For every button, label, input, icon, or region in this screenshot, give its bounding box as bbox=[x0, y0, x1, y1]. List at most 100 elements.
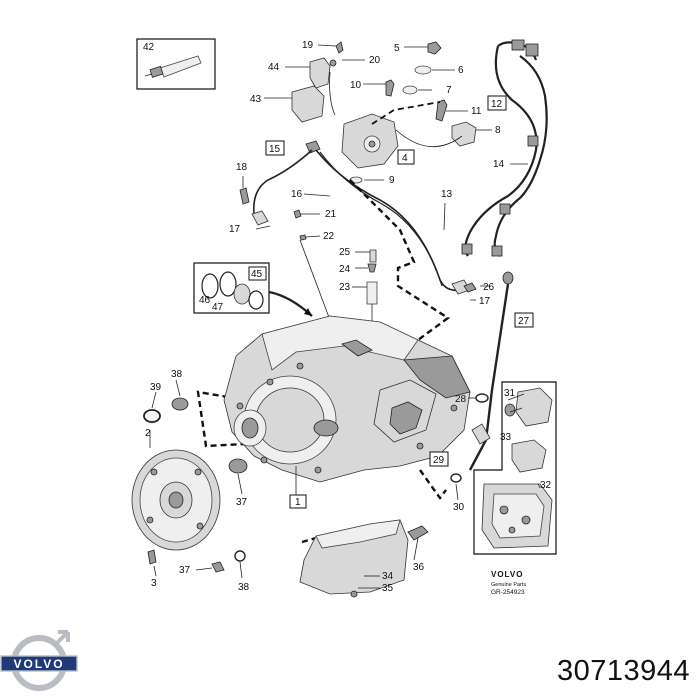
callout-46: 46 bbox=[199, 295, 211, 306]
callout-5: 5 bbox=[394, 43, 400, 54]
bolt-26-icon bbox=[463, 282, 477, 293]
seal-ring-icon bbox=[201, 273, 219, 299]
sensor-25-icon bbox=[369, 249, 377, 263]
callout-19: 19 bbox=[302, 40, 314, 51]
callout-14: 14 bbox=[493, 159, 505, 170]
callout-45: 45 bbox=[251, 269, 263, 280]
sleeve-23-icon bbox=[366, 281, 378, 305]
callout-12: 12 bbox=[491, 99, 503, 110]
callout-33: 33 bbox=[500, 432, 512, 443]
callout-36: 36 bbox=[413, 562, 425, 573]
wiring-harness: 12 bbox=[443, 39, 548, 257]
grease-tube-icon bbox=[144, 55, 202, 78]
callout-17b: 17 bbox=[479, 296, 491, 307]
callout-labels: 19 20 44 43 5 6 7 10 11 8 9 13 14 18 16 … bbox=[145, 40, 552, 594]
part-number: 30713944 bbox=[556, 655, 690, 687]
brand-stamp-name: VOLVO bbox=[491, 570, 523, 579]
callout-25: 25 bbox=[339, 247, 351, 258]
connector-8-icon bbox=[451, 121, 477, 147]
callout-17a: 17 bbox=[229, 224, 241, 235]
callout-31: 31 bbox=[504, 388, 516, 399]
plug-37-icon bbox=[211, 561, 225, 573]
callout-16: 16 bbox=[291, 189, 303, 200]
washer-6-icon bbox=[414, 65, 432, 75]
bolt-18-icon bbox=[239, 187, 250, 205]
callout-1: 1 bbox=[295, 497, 301, 508]
callout-28: 28 bbox=[455, 394, 467, 405]
oring-30-icon bbox=[450, 473, 462, 483]
oring-28-icon bbox=[475, 393, 489, 403]
transmission-housing bbox=[223, 315, 471, 496]
bolt-3-icon bbox=[147, 549, 157, 565]
oring-24-icon bbox=[367, 263, 377, 273]
bolt-10-icon bbox=[385, 79, 395, 97]
callout-43: 43 bbox=[250, 94, 262, 105]
washer-7-icon bbox=[402, 85, 418, 95]
callout-7: 7 bbox=[446, 85, 452, 96]
callout-4: 4 bbox=[402, 153, 408, 164]
seal-38-icon bbox=[171, 397, 189, 411]
sensor-44-icon bbox=[309, 57, 331, 89]
item-45-box: 45 46 47 bbox=[193, 262, 313, 317]
dipstick-tube: 27 29 bbox=[429, 271, 534, 501]
bolt-11-icon bbox=[435, 99, 448, 122]
gear-selector-switch: 4 bbox=[341, 41, 492, 184]
callout-10: 10 bbox=[350, 80, 362, 91]
callout-27: 27 bbox=[518, 316, 530, 327]
speed-sensor-cable: 15 bbox=[239, 140, 476, 301]
callout-18: 18 bbox=[236, 162, 248, 173]
solenoid-31-icon bbox=[515, 387, 553, 427]
callout-29: 29 bbox=[433, 455, 445, 466]
callout-11: 11 bbox=[471, 106, 482, 117]
callout-21: 21 bbox=[325, 209, 337, 220]
seal-37-icon bbox=[228, 458, 248, 474]
bracket-43-icon bbox=[291, 85, 325, 123]
harness-connector-icon bbox=[511, 39, 525, 51]
callout-20: 20 bbox=[369, 55, 381, 66]
filler-36-icon bbox=[407, 525, 429, 541]
brand-stamp: VOLVO Genuine Parts GR-254923 bbox=[491, 570, 526, 596]
valve-body-box bbox=[473, 381, 557, 555]
oring-39-icon bbox=[143, 409, 161, 423]
callout-24: 24 bbox=[339, 264, 351, 275]
callout-37a: 37 bbox=[236, 497, 248, 508]
volvo-logo-text: VOLVO bbox=[13, 657, 64, 671]
oil-pan bbox=[299, 519, 429, 598]
callout-32: 32 bbox=[540, 480, 552, 491]
callout-37b: 37 bbox=[179, 565, 191, 576]
callout-6: 6 bbox=[458, 65, 464, 76]
callout-8: 8 bbox=[495, 125, 501, 136]
torque-converter bbox=[131, 379, 248, 579]
sensor-bracket-parts bbox=[264, 41, 365, 123]
bolt-21-icon bbox=[293, 209, 302, 219]
callout-2: 2 bbox=[145, 428, 151, 439]
pin-22-icon bbox=[299, 234, 307, 241]
callout-3: 3 bbox=[151, 578, 157, 589]
input-shaft-icon bbox=[313, 419, 339, 437]
callout-39: 39 bbox=[150, 382, 162, 393]
solenoid-small-parts bbox=[293, 209, 378, 330]
callout-23: 23 bbox=[339, 282, 351, 293]
callout-26: 26 bbox=[483, 282, 495, 293]
solenoid-33-icon bbox=[511, 439, 547, 473]
callout-47: 47 bbox=[212, 302, 224, 313]
callout-22: 22 bbox=[323, 231, 335, 242]
bolt-19-icon bbox=[335, 41, 344, 54]
callout-42: 42 bbox=[143, 42, 155, 53]
volvo-logo: VOLVO bbox=[0, 630, 78, 691]
callout-34: 34 bbox=[382, 571, 394, 582]
callout-13: 13 bbox=[441, 189, 453, 200]
callout-38b: 38 bbox=[238, 582, 250, 593]
item-42-box: 42 bbox=[136, 38, 216, 90]
callout-44: 44 bbox=[268, 62, 280, 73]
nut-5-icon bbox=[427, 41, 442, 55]
callout-30: 30 bbox=[453, 502, 465, 513]
callout-35: 35 bbox=[382, 583, 394, 594]
brand-stamp-ref: GR-254923 bbox=[491, 589, 525, 596]
callout-38a: 38 bbox=[171, 369, 183, 380]
callout-9: 9 bbox=[389, 175, 395, 186]
brand-stamp-line: Genuine Parts bbox=[491, 582, 526, 588]
washer-38-icon bbox=[234, 550, 246, 562]
callout-15: 15 bbox=[269, 144, 281, 155]
